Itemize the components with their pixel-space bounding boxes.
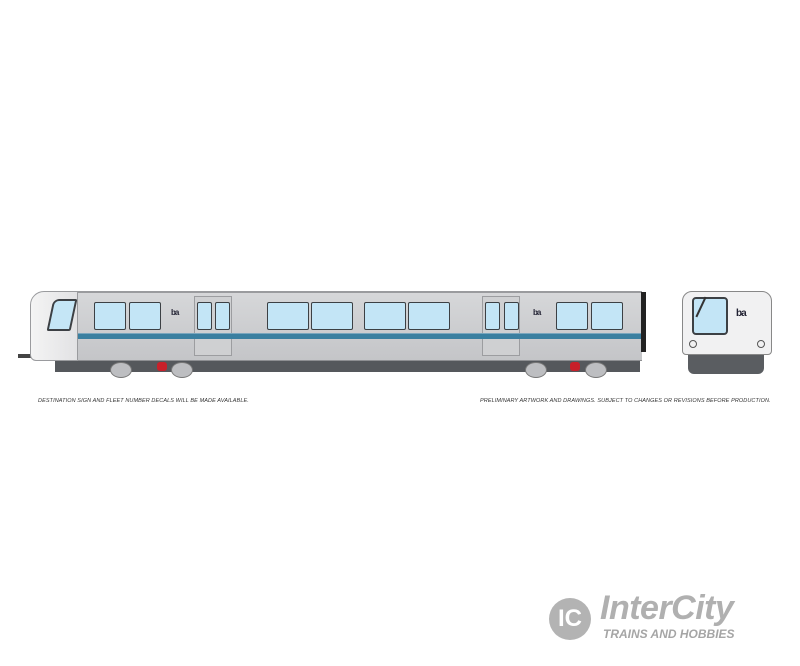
wheel <box>585 362 607 378</box>
body-stripe <box>75 333 642 339</box>
decal-note: DESTINATION SIGN AND FLEET NUMBER DECALS… <box>38 398 249 404</box>
bart-logo: ba <box>171 308 179 317</box>
brake-unit <box>157 362 167 371</box>
window <box>556 302 588 330</box>
undercarriage <box>55 358 640 372</box>
front-skirt <box>688 352 764 374</box>
wheel <box>171 362 193 378</box>
window <box>408 302 450 330</box>
headlight <box>757 340 765 348</box>
wheel <box>110 362 132 378</box>
window <box>311 302 353 330</box>
window <box>591 302 623 330</box>
wheel <box>525 362 547 378</box>
brand-name: InterCity <box>600 589 734 627</box>
preliminary-note: PRELIMINARY ARTWORK AND DRAWINGS. SUBJEC… <box>480 398 771 404</box>
window <box>267 302 309 330</box>
end-cap <box>641 292 646 352</box>
front-window <box>692 297 728 335</box>
door-window <box>504 302 519 330</box>
headlight <box>689 340 697 348</box>
ic-logo-icon: IC <box>549 598 591 640</box>
window <box>94 302 126 330</box>
door-window <box>215 302 230 330</box>
bart-logo: ba <box>533 308 541 317</box>
door-window <box>197 302 212 330</box>
window <box>129 302 161 330</box>
door-window <box>485 302 500 330</box>
coupler <box>18 354 38 358</box>
brake-unit <box>570 362 580 371</box>
window <box>364 302 406 330</box>
brand-tagline: TRAINS AND HOBBIES <box>603 627 735 641</box>
bart-logo: ba <box>736 308 747 319</box>
car-body: ba ba <box>75 291 642 361</box>
